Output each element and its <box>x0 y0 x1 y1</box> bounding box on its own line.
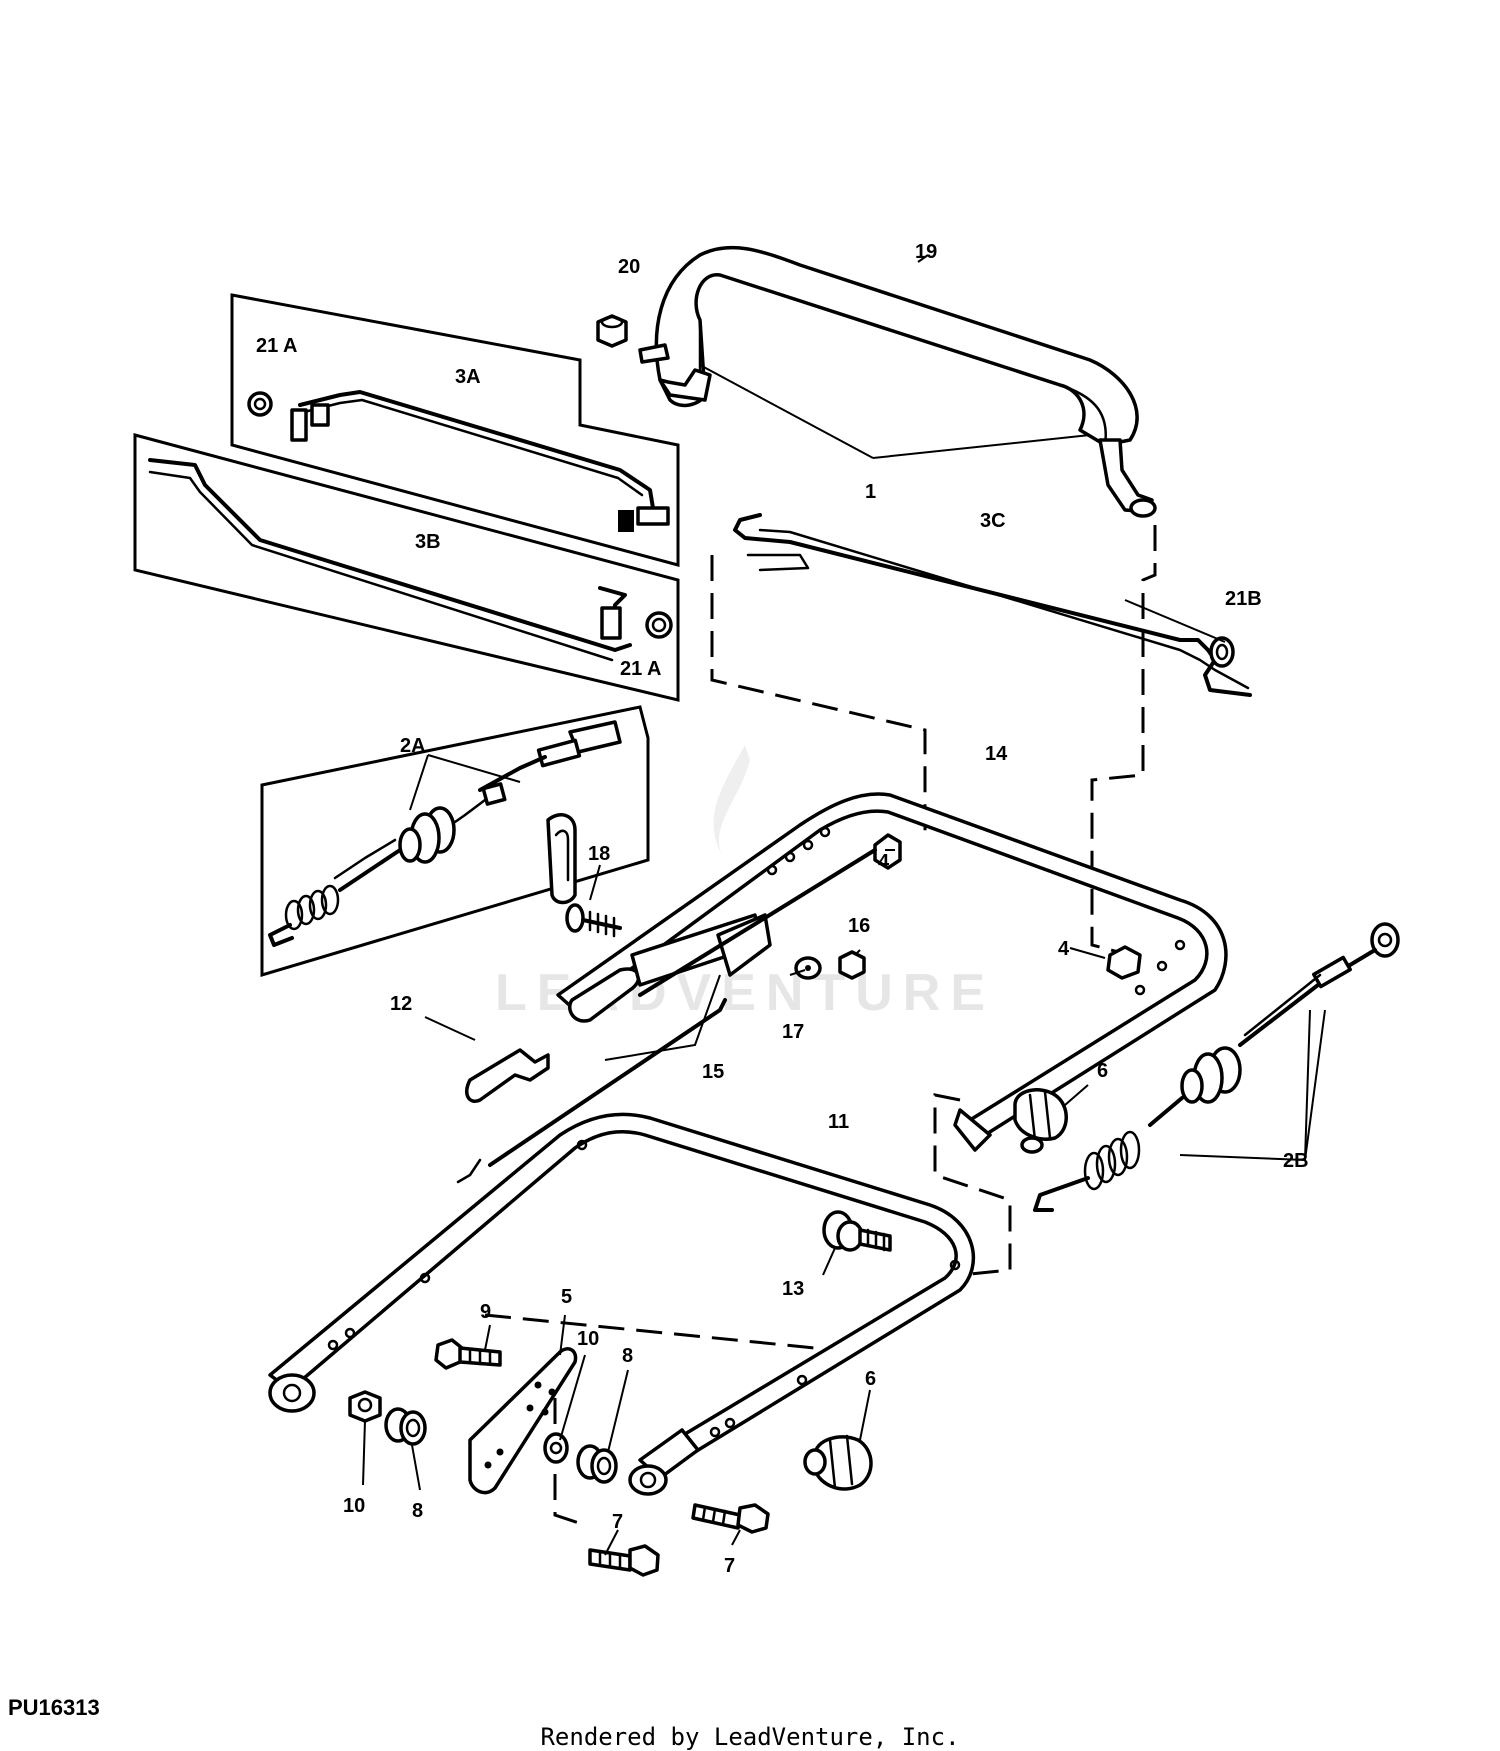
knob-6-upper <box>1013 1088 1068 1154</box>
callout-4-upper: 4 <box>878 851 890 873</box>
callout-11: 11 <box>828 1111 849 1133</box>
assembly-dash-lines <box>484 525 1157 1527</box>
plate-5 <box>468 1347 578 1495</box>
callout-4-right: 4 <box>1058 938 1070 960</box>
bolt-18 <box>546 813 622 938</box>
callout-3c: 3C <box>980 510 1006 532</box>
callout-8-lower: 8 <box>412 1500 423 1522</box>
callout-21a-upper: 21 A <box>256 335 298 357</box>
nut-16-washer-17 <box>794 950 866 980</box>
bolt-13 <box>822 1210 892 1252</box>
callout-19: 19 <box>915 241 937 263</box>
leader-lines <box>362 254 1326 1556</box>
control-bar-15 <box>456 848 877 1184</box>
callout-12: 12 <box>390 993 412 1015</box>
callout-6-lower: 6 <box>865 1368 876 1390</box>
callout-16: 16 <box>848 915 870 937</box>
callout-14: 14 <box>985 743 1008 765</box>
callout-8-upper: 8 <box>622 1345 633 1367</box>
callout-1: 1 <box>865 481 876 503</box>
callout-7-right: 7 <box>724 1555 735 1577</box>
callout-labels: 1 19 20 21 A 3A 3B 21 A 3C 21B 2A 14 18 … <box>256 241 1309 1577</box>
bolt-9 <box>434 1338 502 1370</box>
panel-3a <box>230 293 680 567</box>
bolt-7-right <box>691 1503 770 1534</box>
callout-9: 9 <box>480 1301 491 1323</box>
handle-frame-14 <box>556 792 1228 1152</box>
panel-2a <box>260 705 650 978</box>
callout-17: 17 <box>782 1021 804 1043</box>
callout-15: 15 <box>702 1061 724 1083</box>
lower-handle-11 <box>268 1112 976 1496</box>
panel-3b <box>133 433 680 702</box>
callout-13: 13 <box>782 1278 804 1300</box>
callout-3a: 3A <box>455 366 481 388</box>
callout-10-upper: 10 <box>577 1328 599 1350</box>
washer-10-right <box>543 1432 569 1464</box>
spacer-8-right <box>576 1444 618 1484</box>
callout-3b: 3B <box>415 531 441 553</box>
knob-6-lower <box>803 1434 873 1491</box>
spacer-8-left <box>384 1407 427 1446</box>
upper-handle-group <box>596 245 1157 518</box>
callout-2a: 2A <box>400 735 426 757</box>
render-credit: Rendered by LeadVenture, Inc. <box>540 1723 960 1751</box>
figure-id: PU16313 <box>8 1695 100 1720</box>
callout-10-lower: 10 <box>343 1495 365 1517</box>
callout-20: 20 <box>618 256 640 278</box>
callout-2b: 2B <box>1283 1150 1309 1172</box>
callout-18: 18 <box>588 843 610 865</box>
nut-10-left <box>348 1390 382 1423</box>
callout-6-upper: 6 <box>1097 1060 1108 1082</box>
rod-3c <box>733 513 1252 697</box>
callout-7-lower: 7 <box>612 1511 623 1533</box>
callout-21b: 21B <box>1225 588 1262 610</box>
callout-5: 5 <box>561 1286 572 1308</box>
bolt-7-lower <box>588 1544 660 1577</box>
callout-21a-lower: 21 A <box>620 658 662 680</box>
cable-2b <box>1033 922 1400 1212</box>
